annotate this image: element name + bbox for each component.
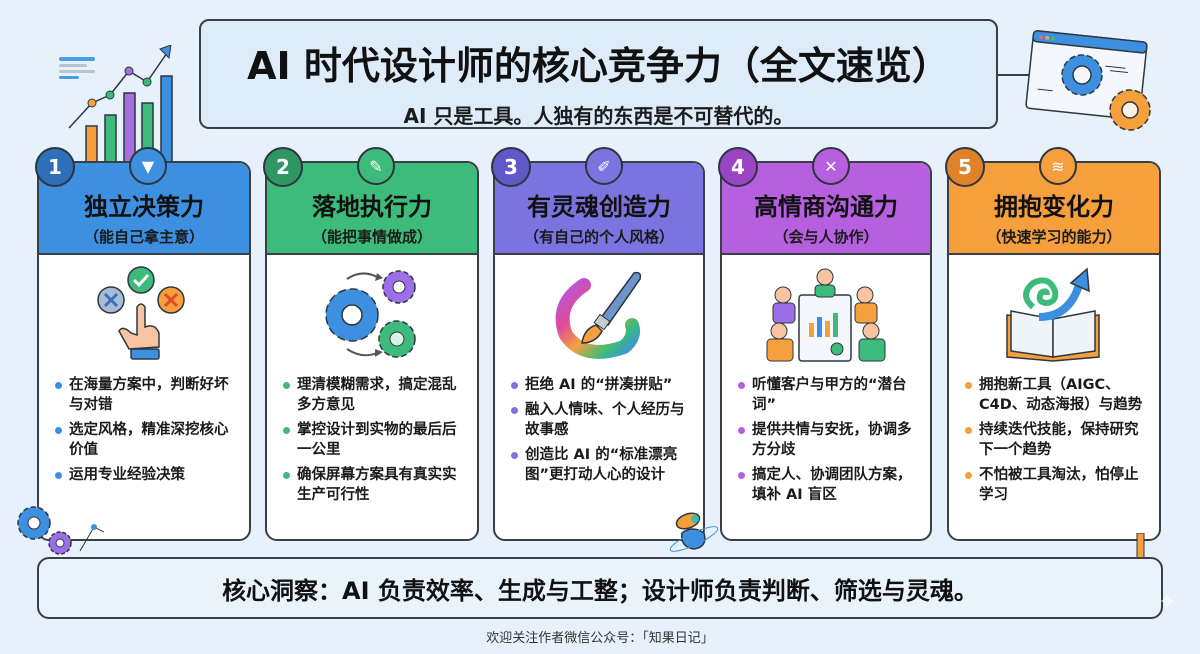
- card-title: 落地执行力: [312, 193, 432, 221]
- bullet-list: 拒绝 AI 的“拼凑拼贴” 融入人情味、个人经历与故事感 创造比 AI 的“标准…: [495, 375, 703, 485]
- bullet-item: 掌控设计到实物的最后后一公里: [283, 420, 467, 460]
- bullet-item: 选定风格，精准深挖核心价值: [55, 420, 239, 460]
- card-title: 独立决策力: [84, 193, 204, 221]
- bullet-item: 融入人情味、个人经历与故事感: [511, 400, 693, 440]
- bullet-item: 提供共情与安抚，协调多方分歧: [738, 420, 920, 460]
- card-execution: 落地执行力 （能把事情做成） 2 ✎ 理清模糊需求，搞定混乱多方意见 掌控设计到…: [263, 147, 479, 541]
- small-gears-icon: [17, 506, 104, 555]
- bullet-item: 搞定人、协调团队方案，填补 AI 盲区: [738, 465, 920, 505]
- gears-icon: [267, 255, 477, 375]
- card-independent-decision: 独立决策力 （能自己拿主意） 1 ▼ 在海量方案中，判断好坏与对错 选定风格，精…: [35, 147, 251, 541]
- hand-choosing-options-icon: [39, 255, 249, 375]
- bullet-item: 在海量方案中，判断好坏与对错: [55, 375, 239, 415]
- number-badge: 3: [491, 147, 531, 187]
- pencil-icon: ✐: [585, 147, 623, 185]
- card-subtitle: （会与人协作）: [773, 228, 879, 246]
- card-subtitle: （能把事情做成）: [311, 228, 432, 246]
- footer-credit: 欢迎关注作者微信公众号：「知果日记」: [486, 631, 714, 646]
- bullet-list: 理清模糊需求，搞定混乱多方意见 掌控设计到实物的最后后一公里 确保屏幕方案具有真…: [267, 375, 477, 505]
- bullet-item: 拒绝 AI 的“拼凑拼贴”: [511, 375, 693, 395]
- bullet-item: 拥抱新工具（AIGC、C4D、动态海报）与趋势: [965, 375, 1149, 415]
- page-subtitle: AI 只是工具。人独有的东西是不可替代的。: [403, 104, 794, 128]
- card-subtitle: （能自己拿主意）: [83, 228, 204, 246]
- page-title: AI 时代设计师的核心竞争力（全文速览）: [247, 44, 950, 88]
- collaboration-icon: ✕: [812, 147, 850, 185]
- card-embrace-change: 拥抱变化力 （快速学习的能力） 5 ≋ 拥抱新工具（AIGC、C4D、动态海报）…: [945, 147, 1161, 541]
- card-title: 拥抱变化力: [994, 193, 1114, 221]
- paintbrush-icon: [495, 255, 703, 375]
- bullet-item: 不怕被工具淘汰，怕停止学习: [965, 465, 1149, 505]
- bullet-item: 理清模糊需求，搞定混乱多方意见: [283, 375, 467, 415]
- settings-window-icon: [1025, 30, 1151, 131]
- wrench-icon: ✎: [357, 147, 395, 185]
- card-subtitle: （有自己的个人风格）: [523, 228, 674, 246]
- planet-icon: [669, 512, 719, 552]
- card-subtitle: （快速学习的能力）: [986, 228, 1122, 246]
- team-meeting-icon: [722, 255, 930, 375]
- number-badge: 4: [718, 147, 758, 187]
- number-badge: 5: [945, 147, 985, 187]
- card-title: 有灵魂创造力: [527, 193, 671, 221]
- card-communication: 高情商沟通力 （会与人协作） 4 ✕ 听懂客户与甲方的“潜台词” 提供共情与安抚…: [718, 147, 932, 541]
- bullet-list: 在海量方案中，判断好坏与对错 选定风格，精准深挖核心价值 运用专业经验决策: [39, 375, 249, 485]
- bullet-item: 听懂客户与甲方的“潜台词”: [738, 375, 920, 415]
- funnel-icon: ▼: [129, 147, 167, 185]
- bullet-list: 听懂客户与甲方的“潜台词” 提供共情与安抚，协调多方分歧 搞定人、协调团队方案，…: [722, 375, 930, 505]
- growth-chart-icon: [59, 45, 173, 165]
- bullet-list: 拥抱新工具（AIGC、C4D、动态海报）与趋势 持续迭代技能，保持研究下一个趋势…: [949, 375, 1159, 505]
- number-badge: 1: [35, 147, 75, 187]
- bullet-item: 创造比 AI 的“标准漂亮图”更打动人心的设计: [511, 445, 693, 485]
- bullet-item: 运用专业经验决策: [55, 465, 239, 485]
- card-creativity: 有灵魂创造力 （有自己的个人风格） 3 ✐ 拒绝 AI 的“拼凑拼贴” 融入人情…: [491, 147, 705, 541]
- number-badge: 2: [263, 147, 303, 187]
- connector-line: [998, 74, 1034, 76]
- bullet-item: 确保屏幕方案具有真实实生产可行性: [283, 465, 467, 505]
- card-title: 高情商沟通力: [754, 193, 898, 221]
- book-growth-icon: [949, 255, 1159, 375]
- title-panel: AI 时代设计师的核心竞争力（全文速览） AI 只是工具。人独有的东西是不可替代…: [199, 19, 998, 129]
- card-header: 落地执行力 （能把事情做成）: [267, 163, 477, 255]
- swift-icon: ≋: [1039, 147, 1077, 185]
- bullet-item: 持续迭代技能，保持研究下一个趋势: [965, 420, 1149, 460]
- sparkle-icon: ✦: [1158, 590, 1177, 615]
- core-insight-bar: 核心洞察：AI 负责效率、生成与工整；设计师负责判断、筛选与灵魂。: [37, 557, 1163, 619]
